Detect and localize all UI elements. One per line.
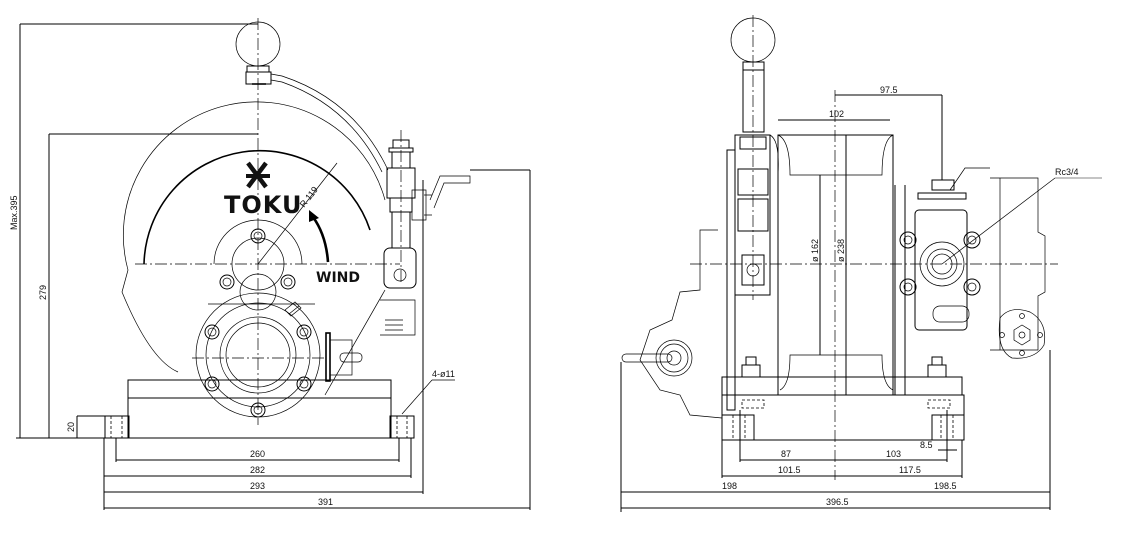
handle-arm-inner bbox=[270, 79, 383, 173]
hole-note: 4-ø11 bbox=[432, 369, 455, 379]
motor-body bbox=[990, 177, 1046, 351]
dim-103-label: 103 bbox=[886, 449, 901, 459]
pipe-flange bbox=[325, 332, 331, 382]
upper-plate-bore bbox=[231, 237, 285, 291]
front-base bbox=[104, 379, 415, 439]
logo-mark-icon bbox=[246, 161, 270, 189]
handle-arm-outer bbox=[270, 73, 389, 171]
dim-293-label: 293 bbox=[250, 481, 265, 491]
dim-117-5-label: 117.5 bbox=[899, 465, 921, 475]
upper-plate-arc bbox=[213, 219, 303, 265]
lower-housing-bore bbox=[225, 322, 291, 388]
motor-endcap bbox=[998, 309, 1046, 359]
side-pipe bbox=[621, 353, 673, 363]
front-view: TOKU R 119 WIND bbox=[9, 18, 531, 510]
dim-260-label: 260 bbox=[250, 449, 265, 459]
gearbox-outline bbox=[639, 229, 723, 419]
dim-162-label: ø 162 bbox=[810, 239, 820, 262]
lower-housing-ring bbox=[219, 316, 297, 394]
dim-101-5-label: 101.5 bbox=[778, 465, 801, 475]
max-height-label: Max.395 bbox=[9, 195, 19, 230]
logo-text: TOKU bbox=[224, 191, 302, 219]
port-leader bbox=[941, 177, 1056, 265]
lower-housing-mid bbox=[205, 302, 311, 408]
dim-238-label: ø 238 bbox=[836, 239, 846, 262]
side-base bbox=[721, 376, 965, 441]
drum bbox=[777, 134, 906, 396]
dim-102-label: 102 bbox=[829, 109, 844, 119]
wind-arrow-head-icon bbox=[309, 210, 319, 222]
dim-97-5-label: 97.5 bbox=[880, 85, 898, 95]
dim-282-label: 282 bbox=[250, 465, 265, 475]
side-handle-shaft bbox=[742, 69, 765, 133]
bolt-group bbox=[204, 228, 312, 418]
pipe-body bbox=[329, 339, 353, 376]
side-knob-base bbox=[742, 61, 765, 71]
housing-lower-left bbox=[121, 269, 179, 373]
valve-assembly bbox=[380, 130, 471, 336]
pipe-nipple bbox=[339, 352, 363, 363]
drum-inner-arc bbox=[143, 150, 371, 265]
mid-bore bbox=[239, 273, 277, 311]
dim-198-5-label: 198.5 bbox=[934, 481, 957, 491]
side-plug-mid bbox=[659, 343, 689, 373]
drum-outer-arc bbox=[122, 101, 386, 271]
dim-198-label: 198 bbox=[722, 481, 737, 491]
dim-391-label: 391 bbox=[318, 497, 333, 507]
toku-logo: TOKU bbox=[224, 161, 302, 219]
hole-leader bbox=[401, 379, 433, 415]
height-label: 279 bbox=[38, 285, 48, 300]
side-plug-outer bbox=[655, 339, 693, 377]
side-plug-inner bbox=[666, 350, 682, 366]
radius-leader bbox=[257, 162, 338, 265]
wind-arrow bbox=[311, 216, 330, 263]
side-view: ø 162 ø 238 102 97.5 bbox=[620, 15, 1102, 512]
port-label: Rc3/4 bbox=[1055, 167, 1079, 177]
base-height-label: 20 bbox=[66, 422, 76, 432]
grease-nipple-icon bbox=[284, 301, 302, 317]
knob-base bbox=[245, 71, 272, 85]
dim-396-5-label: 396.5 bbox=[826, 497, 849, 507]
side-valve-block bbox=[899, 167, 990, 331]
dim-87-label: 87 bbox=[781, 449, 791, 459]
dim-8-5-label: 8.5 bbox=[920, 440, 933, 450]
crank-block bbox=[726, 134, 779, 411]
base-bolts bbox=[741, 356, 947, 378]
wind-label: WIND bbox=[316, 270, 360, 286]
housing-slope bbox=[324, 289, 386, 396]
